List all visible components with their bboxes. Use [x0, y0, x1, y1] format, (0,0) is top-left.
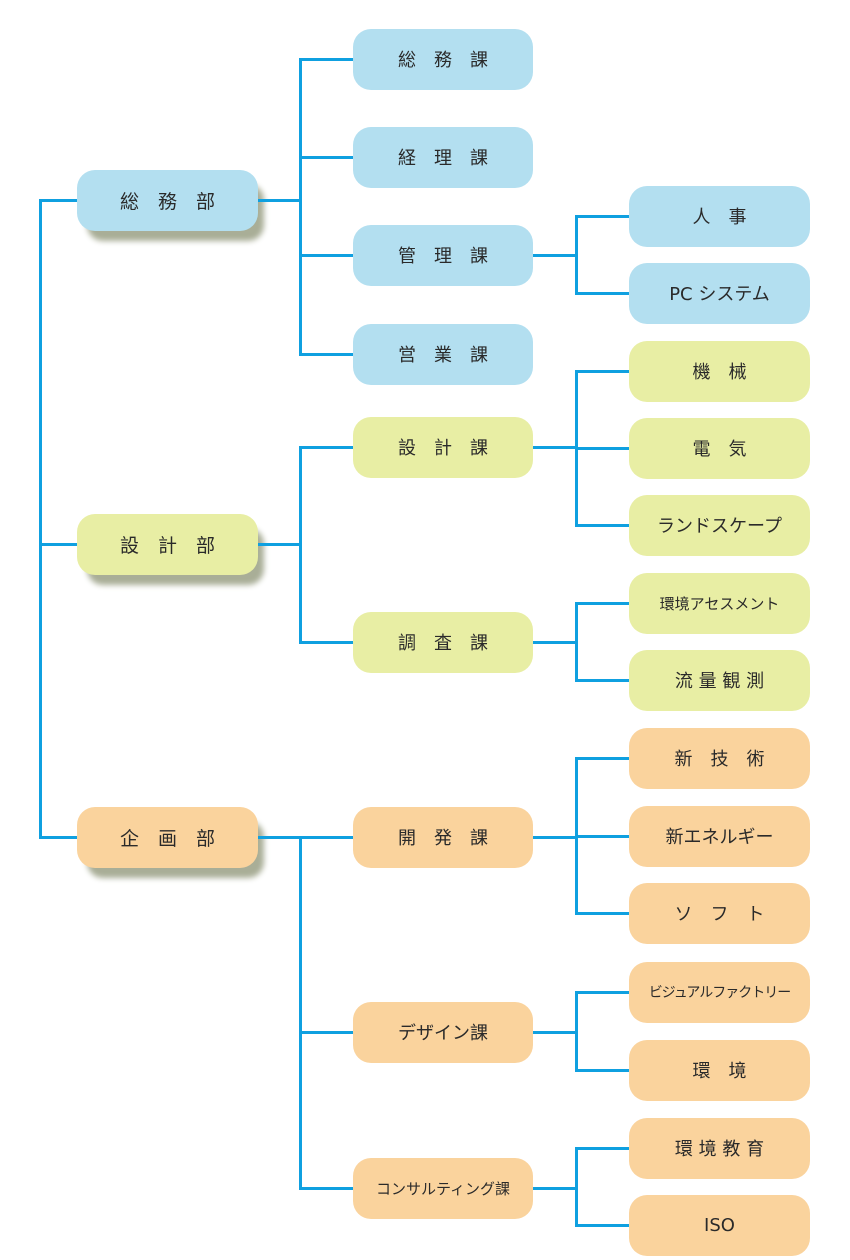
connector-unit: [576, 834, 631, 838]
unit-node-label: 環 境: [692, 1061, 747, 1082]
connector-unit-branch: [533, 640, 578, 644]
section-node: 設 計 課: [353, 416, 533, 478]
connector-unit-branch: [533, 1030, 578, 1034]
connector-unit-spine: [574, 1146, 578, 1227]
unit-node: PC システム: [629, 262, 810, 324]
connector-unit-branch: [533, 835, 578, 839]
unit-node-label: 新 技 術: [674, 749, 765, 770]
unit-node-label: PC システム: [669, 284, 770, 305]
unit-node: 環 境: [629, 1039, 810, 1101]
connector-section: [300, 352, 355, 356]
unit-node: 人 事: [629, 185, 810, 247]
unit-node-label: 流 量 観 測: [674, 671, 765, 692]
connector-section: [300, 640, 355, 644]
section-node-label: 営 業 課: [398, 345, 488, 366]
section-node: 経 理 課: [353, 126, 533, 188]
unit-node-label: 電 気: [692, 439, 747, 460]
department-node-label: 設 計 部: [119, 534, 215, 557]
section-node: 管 理 課: [353, 224, 533, 286]
connector-unit-spine: [574, 601, 578, 682]
section-node: 調 査 課: [353, 611, 533, 673]
connector-section: [300, 253, 355, 257]
unit-node-label: 環 境 教 育: [674, 1139, 765, 1160]
connector-dept: [40, 835, 79, 839]
unit-node: 環境アセスメント: [629, 572, 810, 634]
connector-unit-branch: [533, 1186, 578, 1190]
connector-unit: [576, 369, 631, 373]
connector-section-spine: [298, 57, 302, 356]
unit-node-label: ソ フ ト: [674, 904, 765, 925]
unit-node-label: 機 械: [692, 362, 747, 383]
connector-unit: [576, 1146, 631, 1150]
connector-unit-spine: [574, 214, 578, 295]
unit-node: 流 量 観 測: [629, 649, 810, 711]
department-node: 設 計 部: [77, 513, 258, 575]
unit-node: ソ フ ト: [629, 882, 810, 944]
connector-dept: [40, 198, 79, 202]
connector-trunk: [38, 198, 42, 839]
connector-section: [300, 445, 355, 449]
section-node-label: 管 理 課: [398, 246, 488, 267]
connector-unit: [576, 911, 631, 915]
connector-unit: [576, 678, 631, 682]
unit-node: 機 械: [629, 340, 810, 402]
connector-section: [300, 155, 355, 159]
connector-dept: [40, 542, 79, 546]
section-node: コンサルティング課: [353, 1157, 533, 1219]
connector-unit: [576, 291, 631, 295]
unit-node: 電 気: [629, 417, 810, 479]
section-node-label: 設 計 課: [398, 438, 488, 459]
unit-node-label: 環境アセスメント: [659, 594, 780, 613]
connector-unit: [576, 214, 631, 218]
connector-unit: [576, 1223, 631, 1227]
unit-node-label: ビジュアルファクトリー: [648, 985, 792, 1001]
connector-section: [300, 835, 355, 839]
section-node-label: デザイン課: [398, 1023, 488, 1044]
unit-node: 新エネルギー: [629, 805, 810, 867]
section-node: 総 務 課: [353, 28, 533, 90]
section-node-label: 経 理 課: [398, 148, 488, 169]
unit-node-label: 人 事: [692, 207, 747, 228]
unit-node-label: 新エネルギー: [665, 827, 774, 848]
department-node-label: 総 務 部: [119, 190, 215, 213]
connector-unit: [576, 756, 631, 760]
unit-node: 新 技 術: [629, 727, 810, 789]
section-node-label: 調 査 課: [398, 633, 488, 654]
section-node: デザイン課: [353, 1001, 533, 1063]
connector-unit-branch: [533, 445, 578, 449]
unit-node-label: ランドスケープ: [657, 516, 782, 537]
connector-dept-branch: [258, 542, 302, 546]
connector-section: [300, 1030, 355, 1034]
connector-unit: [576, 446, 631, 450]
unit-node: ランドスケープ: [629, 494, 810, 556]
connector-unit: [576, 990, 631, 994]
connector-section-spine: [298, 445, 302, 644]
connector-unit: [576, 523, 631, 527]
section-node-label: 開 発 課: [398, 828, 488, 849]
connector-unit: [576, 601, 631, 605]
section-node: 開 発 課: [353, 806, 533, 868]
connector-unit-branch: [533, 253, 578, 257]
connector-section: [300, 1186, 355, 1190]
unit-node: 環 境 教 育: [629, 1117, 810, 1179]
connector-section: [300, 57, 355, 61]
connector-section-spine: [298, 835, 302, 1190]
unit-node-label: ISO: [704, 1214, 735, 1236]
connector-unit: [576, 1068, 631, 1072]
section-node: 営 業 課: [353, 323, 533, 385]
department-node: 企 画 部: [77, 806, 258, 868]
unit-node: ISO: [629, 1194, 810, 1256]
connector-unit-spine: [574, 990, 578, 1072]
unit-node: ビジュアルファクトリー: [629, 961, 810, 1023]
department-node-label: 企 画 部: [119, 827, 215, 850]
section-node-label: コンサルティング課: [375, 1179, 511, 1198]
department-node: 総 務 部: [77, 169, 258, 231]
connector-dept-branch: [258, 835, 302, 839]
connector-dept-branch: [258, 198, 302, 202]
section-node-label: 総 務 課: [398, 50, 488, 71]
